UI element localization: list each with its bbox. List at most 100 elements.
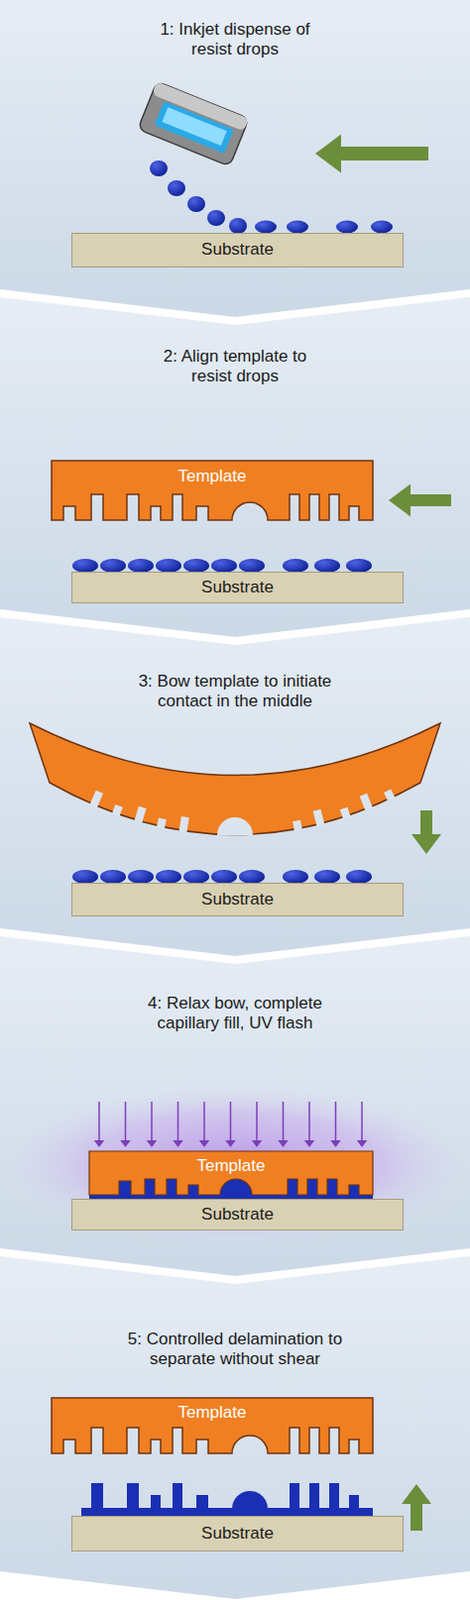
template-recess (133, 807, 146, 825)
step-panel: 5: Controlled delamination to separate w… (0, 1257, 470, 1573)
part-label: Template (178, 1405, 247, 1424)
substrate-box: Substrate (71, 883, 404, 918)
resist-drop (72, 559, 99, 574)
resist-drop (370, 221, 393, 235)
part-label: Substrate (201, 240, 274, 260)
motion-arrow (124, 1102, 127, 1142)
resist-drop (149, 160, 168, 177)
step-panel: 1: Inkjet dispense of resist dropsSubstr… (0, 0, 470, 290)
resist-drop (238, 870, 265, 885)
resist-drop (127, 559, 154, 574)
resist-drop (314, 870, 341, 885)
resist-drop (211, 870, 237, 885)
motion-arrow (360, 1102, 363, 1142)
template-recess (156, 818, 167, 830)
arrow-head (119, 1141, 131, 1149)
part-label: Substrate (201, 1526, 274, 1545)
shape (154, 101, 235, 154)
part-label: Template (178, 468, 247, 487)
motion-arrow (230, 1102, 233, 1142)
template-recess (178, 817, 189, 834)
template-box: Template (51, 1399, 373, 1429)
resist-feature (329, 1484, 340, 1511)
template-box: Template (51, 461, 373, 493)
resist-drop (183, 870, 210, 885)
bowed-template (29, 723, 441, 836)
resist-drop (167, 180, 186, 197)
resist-drop (211, 559, 237, 574)
resist-drop (100, 870, 126, 885)
resist-drop (127, 870, 154, 885)
resist-drop (314, 559, 341, 574)
shape (161, 107, 227, 146)
arrow-head (388, 484, 411, 518)
arrow-head (401, 1485, 432, 1506)
resist-feature (309, 1484, 320, 1511)
motion-arrow (308, 1102, 311, 1142)
resist-drop (229, 218, 247, 235)
step-panel: 2: Align template to resist dropsTemplat… (0, 297, 470, 610)
step-title: 4: Relax bow, complete capillary fill, U… (120, 994, 350, 1036)
motion-arrow (177, 1102, 180, 1142)
arrow-head (199, 1141, 211, 1149)
part-label: Template (197, 1158, 266, 1177)
motion-arrow (203, 1102, 206, 1142)
motion-arrow (282, 1102, 285, 1142)
illustration (0, 81, 470, 1532)
resist-drop (282, 870, 309, 885)
resist-feature (289, 1484, 300, 1511)
step-title: 5: Controlled delamination to separate w… (111, 1330, 359, 1372)
arrow-head (304, 1141, 316, 1149)
uv-glow (0, 1080, 470, 1250)
motion-arrow (410, 1505, 423, 1532)
resist-feature (172, 1484, 183, 1511)
motion-arrow (420, 811, 433, 835)
resist-drop (346, 870, 372, 885)
template-recess (112, 805, 123, 818)
template-recess (383, 790, 396, 803)
arrow-head (94, 1141, 106, 1149)
motion-arrow (255, 1102, 258, 1142)
template-shape (51, 1399, 373, 1455)
template-recess (292, 821, 303, 832)
resist-drop (254, 221, 277, 235)
step-chevron (0, 297, 470, 638)
template-shape (89, 1152, 373, 1196)
resist-drop (286, 221, 309, 235)
arrow-head (146, 1141, 158, 1149)
part-label: Substrate (201, 1206, 274, 1226)
step-title: 3: Bow template to initiate contact in t… (116, 672, 354, 713)
arrow-head (277, 1141, 289, 1149)
arrow-head (172, 1141, 184, 1149)
resist-drop (282, 559, 309, 574)
part-label: Substrate (201, 579, 274, 598)
resist-feature (150, 1496, 161, 1511)
step-panel: 4: Relax bow, complete capillary fill, U… (0, 937, 470, 1250)
resist-layer (81, 1509, 373, 1518)
arrow-head (315, 134, 342, 174)
substrate-box: Substrate (71, 233, 404, 268)
resist-drop (336, 221, 358, 235)
resist-feature (349, 1496, 359, 1511)
arrow-head (251, 1141, 263, 1149)
resist-drop (155, 870, 182, 885)
arrow-head (225, 1141, 236, 1149)
part-label: Substrate (201, 891, 274, 911)
substrate-box: Substrate (71, 1517, 404, 1553)
motion-arrow (341, 146, 429, 161)
motion-arrow (335, 1102, 338, 1142)
inkjet-head (137, 81, 249, 167)
step-chevron (0, 0, 470, 318)
motion-arrow (150, 1102, 153, 1142)
resist-feature (196, 1496, 209, 1511)
resist-drop (238, 559, 265, 574)
resist-drop (155, 559, 182, 574)
template-shape (51, 461, 373, 521)
template-recess (313, 810, 326, 827)
resist-drop (183, 559, 210, 574)
substrate-box: Substrate (71, 1199, 404, 1232)
template-recess (340, 808, 352, 821)
template-recess (359, 794, 373, 813)
motion-arrow (410, 494, 452, 507)
template-box: Template (89, 1152, 373, 1182)
